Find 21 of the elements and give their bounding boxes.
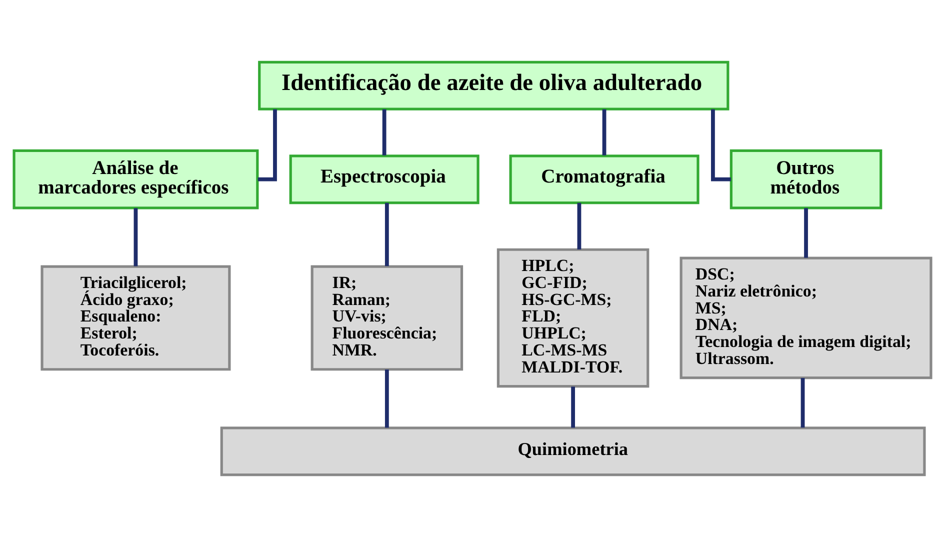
connector: [571, 386, 575, 428]
node-box: Análise de marcadores específicos: [12, 149, 259, 210]
node-box: Quimiometria: [220, 426, 926, 476]
connector: [384, 370, 389, 428]
connector: [382, 109, 386, 156]
node-box: Cromatografia: [509, 154, 700, 204]
connector: [258, 109, 277, 182]
node-box: Triacilglicerol; Ácido graxo; Esqualeno: Esterol; Tocoferóis.: [40, 265, 231, 371]
node-box: Espectroscopia: [289, 154, 480, 204]
connector: [800, 378, 805, 428]
node-box: Outros métodos: [730, 149, 882, 210]
connector: [577, 202, 582, 250]
connector: [134, 208, 138, 266]
connector: [711, 109, 731, 182]
connector: [384, 202, 389, 266]
node-box: HPLC; GC-FID; HS-GC-MS; FLD; UHPLC; LC-MS-MS MALDI-TOF.: [496, 248, 650, 388]
node-box: Identificação de azeite de oliva adulterado: [258, 60, 730, 110]
node-box: IR; Raman; UV-vis; Fluorescência; NMR.: [310, 265, 464, 371]
node-box: DSC; Nariz eletrônico; MS; DNA; Tecnologia de imagem digital; Ultrassom.: [680, 256, 932, 380]
connector: [804, 208, 808, 258]
connector: [602, 109, 606, 156]
